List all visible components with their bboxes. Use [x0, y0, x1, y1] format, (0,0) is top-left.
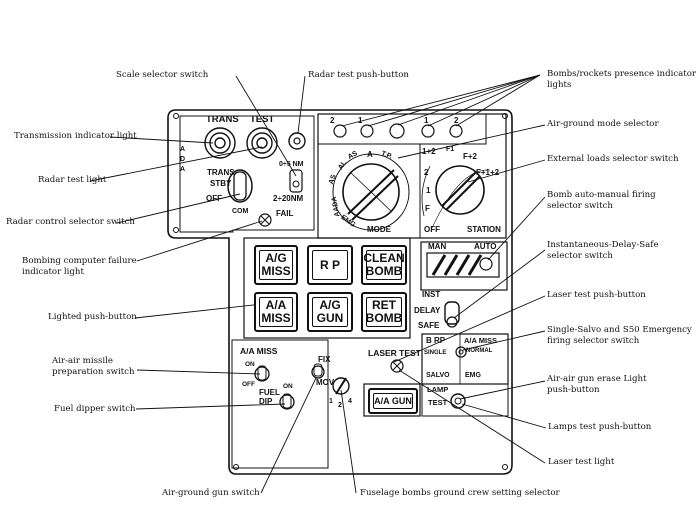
ada-a2-label: A	[180, 166, 186, 173]
off2-label: OFF	[242, 381, 255, 388]
trans-stby-label-1: TRANS	[207, 168, 235, 177]
stn-off-label: OFF	[424, 225, 440, 234]
stn-2-label: 2	[424, 168, 429, 177]
emg-label: EMG	[465, 372, 481, 379]
rp-button[interactable]: R P	[307, 245, 353, 285]
mode-selector-drawing	[332, 153, 410, 231]
callout-air-air-gun-erase: Air-air gun erase Light push-button	[547, 374, 647, 395]
ada-d-label: D	[180, 156, 186, 163]
safe-label: SAFE	[418, 321, 440, 330]
callout-laser-test-light: Laser test light	[548, 457, 615, 467]
callout-fuel-dipper: Fuel dipper switch	[54, 404, 136, 414]
stn-12-label: 1+2	[422, 147, 436, 156]
callout-bombs-presence: Bombs/rockets presence indicator lights	[547, 69, 696, 90]
callout-scale-selector: Scale selector switch	[116, 70, 209, 80]
inst-label: INST	[422, 290, 441, 299]
range-05-label: 0÷5 NM	[279, 161, 304, 168]
stn-f12-label: F+1+2	[476, 168, 500, 177]
callout-transmission-light: Transmission indicator light	[14, 131, 137, 141]
presence-label-4: 2	[454, 116, 459, 125]
stn-f1-label: F1	[446, 146, 455, 153]
off-label: OFF	[206, 194, 222, 203]
callout-lighted-push: Lighted push-button	[48, 312, 137, 322]
mode-label: MODE	[367, 225, 391, 234]
fix-label: FIX	[318, 355, 331, 364]
callout-radar-control: Radar control selector switch	[6, 217, 135, 227]
trans-stby-label-2: STBY	[210, 179, 232, 188]
lamp-test-label-2: TEST	[428, 398, 448, 407]
callout-laser-test-push: Laser test push-button	[547, 290, 646, 300]
stn-1-label: 1	[426, 186, 431, 195]
presence-label-3: 1	[424, 116, 429, 125]
callout-radar-test-push: Radar test push-button	[308, 70, 409, 80]
presence-label-2: 1	[358, 116, 363, 125]
lamp-test-label-1: LAMP	[427, 385, 449, 394]
callout-instantaneous-delay: Instantaneous-Delay-Safe selector switch	[547, 240, 659, 261]
callout-air-ground-mode: Air-ground mode selector	[547, 119, 659, 129]
callout-air-ground-gun: Air-ground gun switch	[162, 488, 260, 498]
callout-radar-test-light: Radar test light	[38, 175, 107, 185]
aa-miss-small-label: A/A MISS	[464, 336, 498, 345]
mov-label: MOV	[316, 378, 335, 387]
auto-label: AUTO	[474, 242, 497, 251]
on-label: ON	[245, 361, 255, 368]
mode-a-label: A	[367, 150, 373, 159]
panel-outline	[167, 109, 513, 475]
b-rp-label: B RP	[426, 336, 446, 345]
single-label: SINGLE	[424, 350, 447, 356]
callout-lamps-test: Lamps test push-button	[548, 422, 652, 432]
callout-bombing-computer-failure: Bombing computer failure indicator light	[22, 256, 137, 277]
fuel-dip-label-2: DIP	[259, 397, 273, 406]
presence-lights	[333, 123, 463, 139]
laser-test-label: LASER TEST	[368, 348, 421, 358]
test-light-drawing	[246, 127, 278, 159]
trans-label: TRANS	[206, 114, 239, 125]
station-label: STATION	[467, 225, 501, 234]
callout-air-air-missile-prep: Air-air missile preparation switch	[52, 356, 135, 377]
aa-gun-button[interactable]: A/A GUN	[368, 388, 418, 414]
com-label: COM	[232, 208, 249, 215]
sel-1-label: 1	[329, 398, 333, 405]
sel-4-label: 4	[348, 398, 352, 405]
salvo-label: SALVO	[426, 372, 450, 379]
test-label: TEST	[250, 114, 275, 125]
fail-label: FAIL	[276, 209, 294, 218]
stn-f2-label: F+2	[463, 152, 478, 161]
delay-label: DELAY	[414, 306, 441, 315]
fuel-dip-label-1: FUEL	[259, 388, 280, 397]
man-label: MAN	[428, 242, 447, 251]
ada-a-label: A	[180, 146, 186, 153]
range-220-label: 2÷20NM	[273, 194, 304, 203]
callout-single-salvo: Single-Salvo and S50 Emergency firing se…	[547, 325, 692, 346]
aa-miss-label: A/A MISS	[240, 346, 278, 356]
callout-fuselage-bombs: Fuselage bombs ground crew setting selec…	[360, 488, 560, 498]
callout-bomb-auto-manual: Bomb auto-manual firing selector switch	[547, 190, 656, 211]
sel-2-label: 2	[338, 402, 342, 409]
leader-lines	[89, 74, 547, 494]
stn-f-label: F	[425, 204, 430, 213]
station-selector-drawing	[421, 165, 491, 229]
on2-label: ON	[283, 383, 293, 390]
callout-external-loads: External loads selector switch	[547, 154, 679, 164]
presence-label-1: 2	[330, 116, 335, 125]
normal-label: NORMAL	[466, 348, 493, 354]
